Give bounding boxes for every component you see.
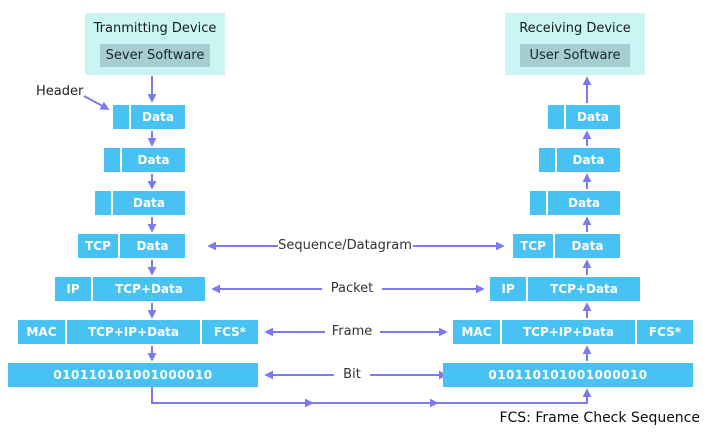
server-software-box: Sever Software <box>100 44 210 67</box>
bit-stream-box: 010110101001000010 <box>8 363 258 387</box>
transmitting-device-title: Tranmitting Device <box>93 21 217 36</box>
data-box: Data <box>120 234 185 258</box>
ip-box: IP <box>490 277 526 301</box>
fcs-footnote: FCS: Frame Check Sequence <box>499 410 700 426</box>
sequence-datagram-label: Sequence/Datagram <box>278 238 412 253</box>
tcp-box: TCP <box>78 234 118 258</box>
header-segment-box <box>95 191 111 215</box>
header-segment-box <box>104 148 120 172</box>
transmitting-device-panel: Tranmitting Device Sever Software <box>85 13 225 75</box>
header-segment-box <box>113 105 129 129</box>
packet-label: Packet <box>330 281 374 296</box>
data-box: Data <box>566 105 620 129</box>
data-box: Data <box>113 191 185 215</box>
frame-label: Frame <box>331 324 373 339</box>
data-box: Data <box>548 191 620 215</box>
mac-box: MAC <box>18 320 65 344</box>
data-box: Data <box>555 234 620 258</box>
tcp-box: TCP <box>513 234 553 258</box>
header-segment-box <box>539 148 555 172</box>
tcp-data-box: TCP+Data <box>93 277 205 301</box>
tcp-data-box: TCP+Data <box>528 277 640 301</box>
bit-stream-box: 010110101001000010 <box>443 363 693 387</box>
tcp-ip-data-box: TCP+IP+Data <box>502 320 635 344</box>
header-pointer-arrow <box>83 95 110 110</box>
receiving-device-panel: Receiving Device User Software <box>505 13 645 75</box>
receiving-device-title: Receiving Device <box>519 21 631 36</box>
ip-box: IP <box>55 277 91 301</box>
data-box: Data <box>131 105 185 129</box>
header-segment-box <box>530 191 546 215</box>
header-label: Header <box>36 84 84 99</box>
tcp-ip-data-box: TCP+IP+Data <box>67 320 200 344</box>
data-box: Data <box>122 148 185 172</box>
bit-label: Bit <box>343 367 361 382</box>
user-software-box: User Software <box>520 44 630 67</box>
data-box: Data <box>557 148 620 172</box>
header-segment-box <box>548 105 564 129</box>
mac-box: MAC <box>453 320 500 344</box>
fcs-box: FCS* <box>202 320 258 344</box>
bottom-transmission-path <box>151 387 592 408</box>
fcs-box: FCS* <box>637 320 693 344</box>
